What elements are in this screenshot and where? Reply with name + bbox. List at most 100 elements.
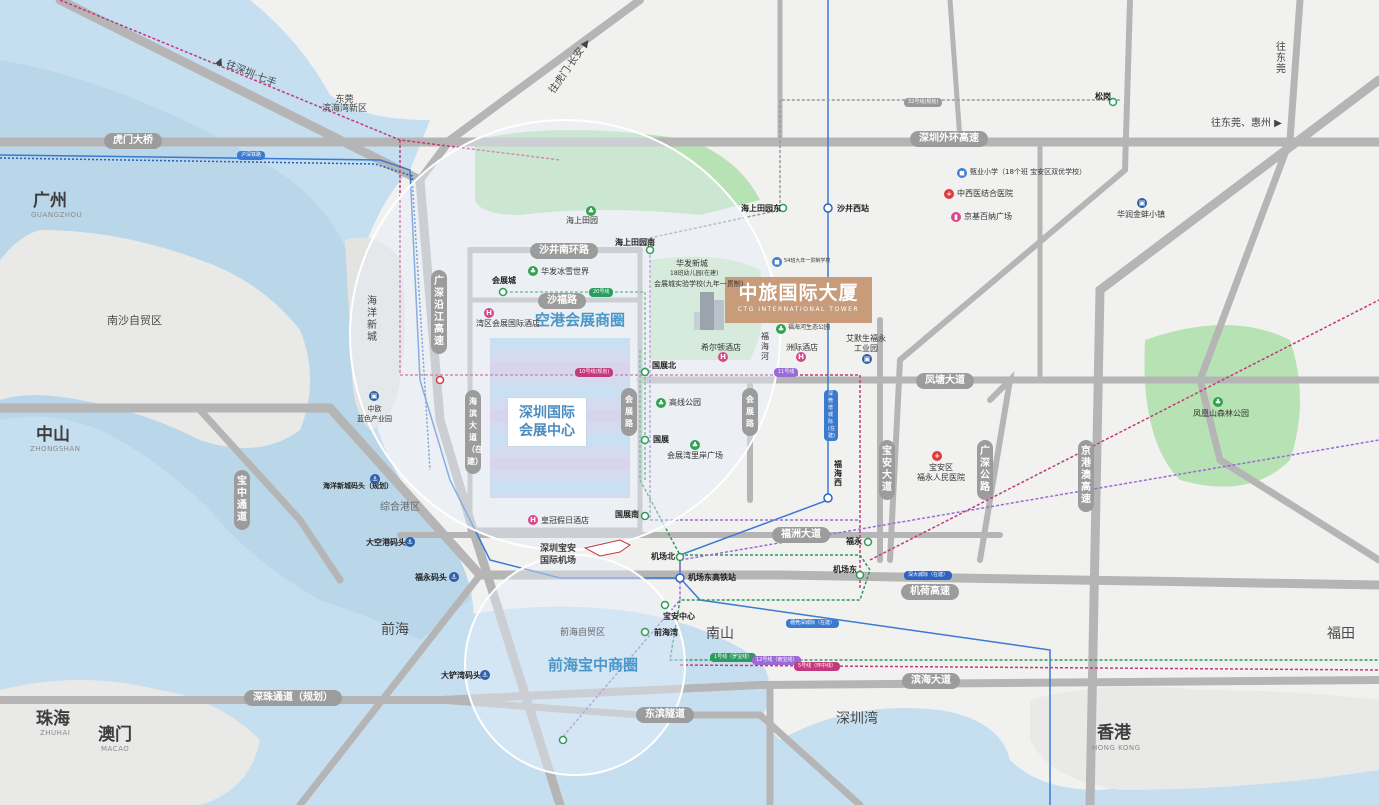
poi-gold-town: 华润金蚌小镇	[1117, 210, 1165, 219]
city-zhongshan: 中山	[36, 425, 70, 445]
project-name-en: CTG INTERNATIONAL TOWER	[737, 306, 860, 313]
poi-fenghuang-park: 凤凰山森林公园	[1193, 409, 1249, 418]
poi-expo-bay: 会展湾里岸广场	[667, 451, 723, 460]
anchor-icon: ⚓	[449, 572, 459, 582]
station-songgang[interactable]: 松岗	[1095, 92, 1111, 101]
poi-hilton: 希尔顿酒店	[701, 343, 741, 352]
metro-badge-shenda: 深大城际（在建）	[904, 571, 953, 580]
road-shenzhu: 深珠通道（规划）	[244, 690, 342, 706]
city-hongkong-en: HONG KONG	[1092, 744, 1141, 752]
land-hk	[1030, 686, 1379, 790]
poi-emerson: 艾默生福永 工业园	[846, 334, 886, 353]
project-name: 中旅国际大厦	[738, 282, 859, 304]
sea-south	[440, 606, 1379, 805]
qianhai-circle	[464, 554, 686, 776]
city-guangzhou-en: GUANGZHOU	[31, 211, 83, 219]
metro-badge-10: 10号线(规划)	[575, 368, 614, 377]
park-icon: ♣	[586, 206, 596, 216]
station-guozhan[interactable]: 国展	[653, 435, 669, 444]
metro-badge-11: 11号线	[774, 368, 799, 377]
station-haishang-east[interactable]: 海上田园东	[741, 204, 781, 213]
airport-label: 深圳宝安 国际机场	[540, 544, 577, 566]
station-haishang-south[interactable]: 海上田园南	[615, 238, 655, 247]
park-icon: ♣	[690, 440, 700, 450]
school-icon: ◼	[772, 257, 782, 267]
poi-primary-school: 甄业小学（18个班 宝安区双优学校）	[970, 168, 1087, 176]
poi-renmin-hospital: 宝安区 福永人民医院	[917, 463, 965, 482]
park-icon: ♣	[1213, 397, 1223, 407]
hotel-icon: H	[718, 352, 728, 362]
project-badge[interactable]: 中旅国际大厦 CTG INTERNATIONAL TOWER	[725, 277, 872, 323]
poi-ms-school: 54班九年一贯制学校	[784, 258, 831, 264]
pier-ocean-new-city: 海洋新城码头（规划）	[323, 482, 393, 490]
park-haishang	[475, 130, 760, 215]
road-outer-ring: 深圳外环高速	[910, 131, 988, 147]
road-fuzhou: 福洲大道	[772, 527, 830, 543]
poi-crowne-plaza: 皇冠假日酒店	[541, 516, 589, 525]
district-nanshan: 南山	[706, 626, 734, 642]
metro-badge-20: 20号线	[589, 288, 614, 297]
station-huizhan-city[interactable]: 会展城	[492, 276, 516, 285]
direction-dongguan: 往东莞	[1276, 42, 1286, 75]
hotel-icon: H	[528, 515, 538, 525]
park-fenghuang	[1144, 325, 1300, 487]
district-qianhai-ftz: 前海自贸区	[560, 628, 606, 638]
circle-qianhai-title: 前海宝中商圈	[548, 656, 639, 674]
project-tower-icon	[694, 292, 724, 330]
anchor-icon: ⚓	[370, 474, 380, 484]
road-shafu: 沙福路	[538, 293, 586, 309]
poi-intercontinental: 洲际酒店	[786, 343, 818, 352]
airport-expo-circle	[349, 119, 781, 551]
station-airport-east[interactable]: 机场东	[833, 565, 857, 574]
district-shenzhen-bay: 深圳湾	[836, 711, 878, 727]
station-airport-north[interactable]: 机场北	[651, 552, 675, 561]
rail-station-dots	[675, 203, 833, 583]
poi-hospital: 中西医结合医院	[957, 189, 1013, 198]
station-qianhai-bay[interactable]: 前海湾	[654, 628, 678, 637]
district-futian: 福田	[1327, 626, 1355, 642]
circle-airport-expo-title: 空港会展商圈	[535, 311, 626, 329]
station-fuhai-west[interactable]: 福海西	[834, 460, 842, 487]
pier-dachan-bay: 大铲湾码头	[441, 671, 481, 680]
land-ocean-new-city	[345, 237, 405, 430]
road-guangshen: 广深公路	[977, 440, 993, 500]
poi-gaoxian-park: 高线公园	[669, 398, 701, 407]
direction-dongguan-huizhou: 往东莞、惠州 ▶	[1211, 118, 1282, 129]
poi-huafa-city: 华发新城	[676, 259, 708, 268]
pier-fuyong: 福永码头	[415, 573, 447, 582]
poi-kindergarten: 18班幼儿园(在建)	[670, 270, 719, 277]
pier-dakonggang: 大空港码头	[366, 538, 406, 547]
station-baoan-center[interactable]: 宝安中心	[663, 612, 695, 621]
station-airport-east-hsr[interactable]: 机场东高铁站	[688, 573, 736, 582]
station-guozhan-north[interactable]: 国展北	[652, 361, 676, 370]
road-dongbin: 东滨隧道	[636, 707, 694, 723]
city-zhongshan-en: ZHONGSHAN	[30, 445, 81, 453]
station-guozhan-south[interactable]: 国展南	[615, 510, 639, 519]
district-qianhai: 前海	[381, 622, 409, 638]
road-jihe: 机荷高速	[901, 584, 959, 600]
metro-badge-12: 12号线（南宝线）	[752, 656, 802, 665]
city-macao-en: MACAO	[101, 745, 130, 753]
road-jinggang: 京港澳高速	[1078, 440, 1094, 512]
poi-plaza: 京基百纳广场	[964, 212, 1012, 221]
road-coastal-ave: 海滨大道（在建）	[465, 390, 483, 474]
district-dongguan-bay: 东莞 滨海湾新区	[322, 95, 368, 114]
industry-icon: ▣	[369, 391, 379, 401]
metro-badge-shenwanzeng: 深莞增城际(在建)	[824, 390, 838, 441]
town-icon: ▣	[1137, 198, 1147, 208]
road-huizhan: 会展路	[742, 388, 758, 436]
station-fuyong[interactable]: 福永	[846, 537, 862, 546]
poi-expo-school: 会展城实验学校(九年一贯制)	[654, 280, 744, 288]
road-humen-bridge: 虎门大桥	[104, 133, 162, 149]
station-shajing-west[interactable]: 沙井西站	[837, 204, 869, 213]
city-zhuhai: 珠海	[36, 709, 70, 729]
park-icon: ♣	[656, 398, 666, 408]
expo-center-label[interactable]: 深圳国际 会展中心	[507, 397, 587, 447]
industry-icon: ▣	[862, 354, 872, 364]
airplane-icon	[583, 539, 631, 557]
anchor-icon: ⚓	[405, 537, 415, 547]
poi-wetland: 福海河生态公园	[788, 324, 831, 331]
red-station-dot	[435, 375, 445, 385]
poi-haishang-tianyuan: 海上田园	[566, 216, 598, 225]
hotel-icon: H	[484, 308, 494, 318]
